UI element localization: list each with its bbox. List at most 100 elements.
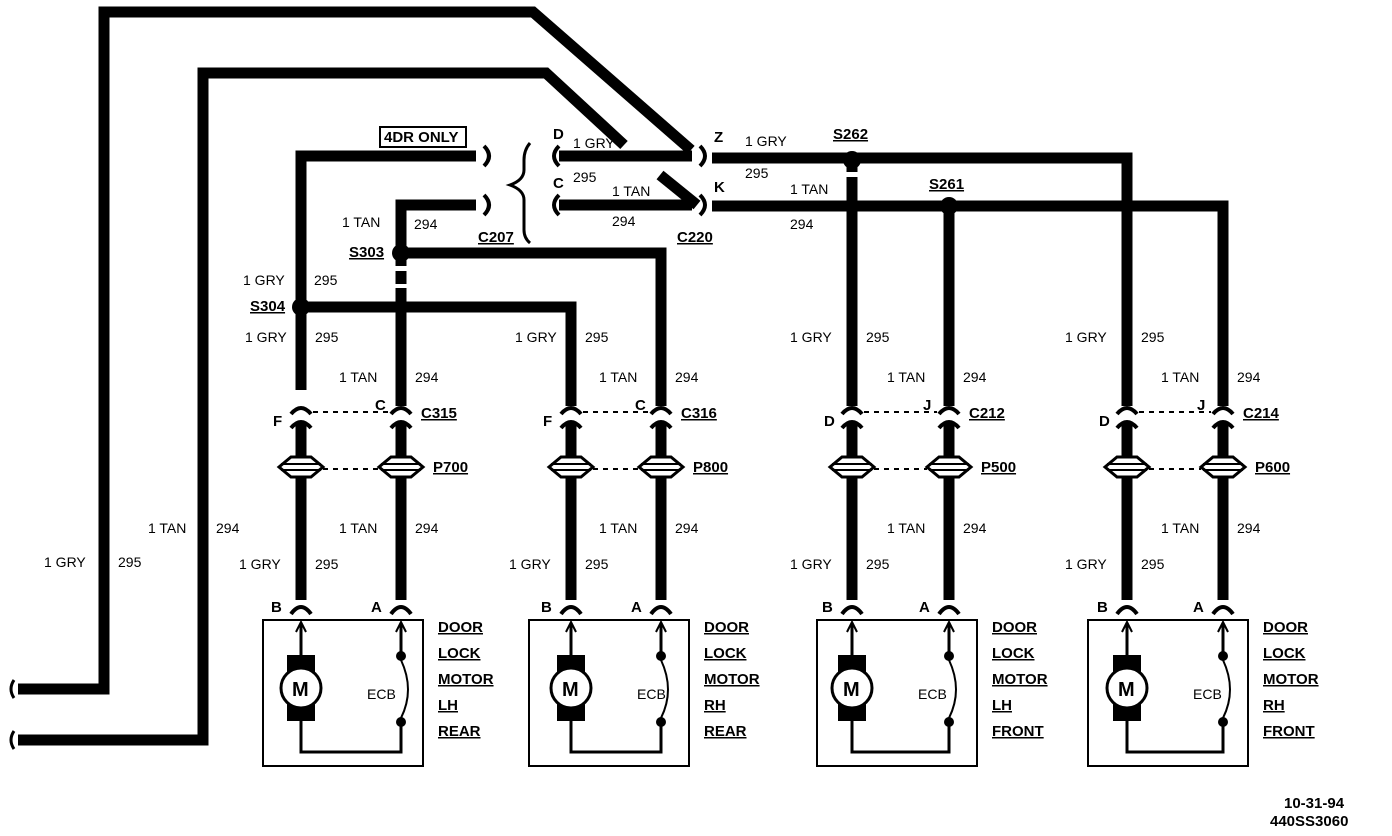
c207-term-c-left <box>482 193 491 217</box>
gry-feed-label: 1 GRY <box>44 554 86 570</box>
motor-terminal-a <box>649 605 673 616</box>
c214-gry-terminal-upper <box>1115 406 1139 416</box>
tan-circuit-lower: 294 <box>1237 520 1261 536</box>
motor-label-line3: MOTOR <box>1263 671 1319 688</box>
motor-label-line2: LOCK <box>438 645 481 662</box>
footer-code: 440SS3060 <box>1270 813 1348 830</box>
tan-label-lower: 1 TAN <box>887 520 925 536</box>
motor-label-line3: MOTOR <box>438 671 494 688</box>
ecb-breaker-icon <box>660 659 669 719</box>
gry-feed-wire <box>18 6 695 695</box>
door-lock-motor-box <box>1087 619 1249 767</box>
pin-b-label: B <box>1097 599 1108 616</box>
ecb-label: ECB <box>918 686 947 702</box>
pin-d-label: D <box>553 126 564 143</box>
motor-label-line1: DOOR <box>704 619 749 636</box>
tan-label-lower: 1 TAN <box>339 520 377 536</box>
motor-symbol: M <box>562 679 579 701</box>
c207-term-c-right <box>552 193 561 217</box>
tan-circuit-c220: 294 <box>790 216 814 232</box>
c212-gry-terminal-lower <box>840 420 864 430</box>
motor-terminal-b <box>289 605 313 616</box>
s262-label: S262 <box>833 126 868 143</box>
gry-circuit-c207: 295 <box>573 169 597 185</box>
c316-tan-terminal-lower <box>649 420 673 430</box>
gry-s304-branch <box>301 301 577 410</box>
tan-label-upper: 1 TAN <box>339 369 377 385</box>
gry-circuit-upper: 295 <box>1141 329 1165 345</box>
gry-circuit-s304: 295 <box>314 272 338 288</box>
c316-gry-terminal-lower <box>559 420 583 430</box>
tan-label-lower: 1 TAN <box>1161 520 1199 536</box>
gry-label-upper: 1 GRY <box>245 329 287 345</box>
p700-gry-plug <box>276 455 326 479</box>
c207-label: C207 <box>478 229 514 246</box>
tan-label-lower: 1 TAN <box>599 520 637 536</box>
c220-term-k <box>698 193 707 217</box>
pin-a-label: A <box>919 599 930 616</box>
gry-wire-break <box>9 679 16 699</box>
s262-splice <box>843 151 861 169</box>
pin-tan-connector-label: J <box>1197 397 1205 414</box>
motor-terminal-b <box>840 605 864 616</box>
pin-gry-connector-label: F <box>273 413 282 430</box>
tan-feed-wire <box>18 67 628 746</box>
gry-circuit-lower: 295 <box>1141 556 1165 572</box>
gry-circuit-c220: 295 <box>745 165 769 181</box>
c207-term-d-right <box>552 144 561 168</box>
gry-circuit-lower: 295 <box>866 556 890 572</box>
motor-symbol: M <box>292 679 309 701</box>
s303-label: S303 <box>349 244 384 261</box>
pin-b-label: B <box>271 599 282 616</box>
gry-feed-circuit: 295 <box>118 554 142 570</box>
motor-label-line3: MOTOR <box>992 671 1048 688</box>
p700-label: P700 <box>433 459 468 476</box>
tan-circuit-upper: 294 <box>963 369 987 385</box>
c212-gry-terminal-upper <box>840 406 864 416</box>
c315-gry-terminal-upper <box>289 406 313 416</box>
p800-gry-plug <box>546 455 596 479</box>
c207-term-d-left <box>482 144 491 168</box>
pin-a-label: A <box>631 599 642 616</box>
c220-label: C220 <box>677 229 713 246</box>
motor-label-line5: FRONT <box>1263 723 1315 740</box>
motor-terminal-b <box>559 605 583 616</box>
tan-circuit-lower: 294 <box>963 520 987 536</box>
footer-date: 10-31-94 <box>1284 795 1345 812</box>
left-feed-wires <box>9 6 701 750</box>
upper-labels: 4DR ONLY D C Z K 1 GRY 295 1 TAN 294 1 G… <box>44 126 1348 830</box>
tan-circuit-lower: 294 <box>415 520 439 536</box>
motor-label-line2: LOCK <box>704 645 747 662</box>
motor-label-line2: LOCK <box>1263 645 1306 662</box>
p600-label: P600 <box>1255 459 1290 476</box>
pin-c-label: C <box>553 175 564 192</box>
tan-wire-break <box>9 730 16 750</box>
ecb-breaker-icon <box>1222 659 1231 719</box>
pin-z-label: Z <box>714 129 723 146</box>
p800-label: P800 <box>693 459 728 476</box>
ecb-breaker-icon <box>400 659 409 719</box>
motor-terminal-a <box>937 605 961 616</box>
motor-label-line5: FRONT <box>992 723 1044 740</box>
gry-label-c207: 1 GRY <box>573 135 615 151</box>
motor-label-line1: DOOR <box>1263 619 1308 636</box>
c214-gry-terminal-lower <box>1115 420 1139 430</box>
c214-tan-terminal-lower <box>1211 420 1235 430</box>
gry-label-upper: 1 GRY <box>1065 329 1107 345</box>
c212-tan-terminal-lower <box>937 420 961 430</box>
motor-label-line3: MOTOR <box>704 671 760 688</box>
c316-tan-terminal-upper <box>649 406 673 416</box>
gry-label-lower: 1 GRY <box>509 556 551 572</box>
s303-splice <box>392 244 410 262</box>
gry-label-lower: 1 GRY <box>239 556 281 572</box>
motor-label-line4: LH <box>438 697 458 714</box>
s304-label: S304 <box>250 298 286 315</box>
p600-tan-plug <box>1198 455 1248 479</box>
door-lock-motor-box <box>262 619 424 767</box>
tan-c220-s261-wire <box>712 200 1229 410</box>
c212-tan-terminal-upper <box>937 406 961 416</box>
ecb-label: ECB <box>367 686 396 702</box>
